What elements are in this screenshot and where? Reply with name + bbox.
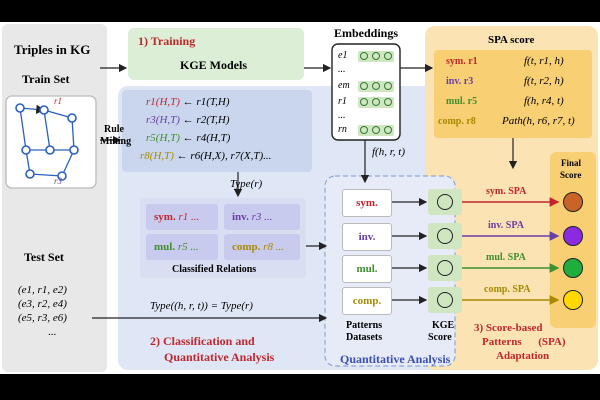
final-score-mul-dot [563, 258, 583, 278]
spa-arrow-sym: sym. SPA [486, 186, 527, 197]
classified-comp: comp. r8 ... [224, 234, 300, 260]
kge-caption-2: Score [428, 332, 452, 343]
classified-sym: sym. r1 ... [146, 204, 218, 230]
final-score-title-2: Score [560, 170, 582, 180]
training-box [128, 28, 304, 80]
spa-sym-name: sym. r1 [446, 56, 478, 67]
patterns-caption-1: Patterns [346, 320, 383, 331]
section3-title-3: Adaptation [496, 350, 550, 362]
final-score-inv [560, 223, 586, 249]
section3-title-2: Patterns (SPA) [482, 336, 566, 348]
test-triple-more: ... [48, 326, 57, 338]
test-triple-1: (e1, r1, e2) [18, 284, 67, 296]
emb-row-e1: e1 [338, 50, 348, 61]
triples-title: Triples in KG [14, 42, 91, 57]
training-label: 1) Training [138, 34, 196, 48]
emb-row-ellipsis-2: ... [338, 110, 346, 121]
pattern-sym: sym. [342, 189, 392, 217]
spa-sym-formula: f(t, r1, h) [524, 55, 564, 67]
spa-score-box [434, 50, 592, 138]
rule-1: r1(H,T) ← r1(T,H) [146, 96, 230, 108]
type-r-label: Type(r) [230, 178, 263, 190]
emb-row-r1: r1 [338, 96, 347, 107]
kge-models-label: KGE Models [180, 58, 248, 72]
score-function-label: f(h, r, t) [372, 146, 405, 158]
emb-vector-r1 [358, 97, 394, 108]
final-score-comp [560, 287, 586, 313]
rule-mining-label-1: Rule [104, 124, 124, 135]
rule-3: r5(H,T) ← r4(H,T) [146, 132, 231, 144]
rule-mining-label-2: Mining [100, 136, 132, 147]
embeddings-box [331, 43, 401, 141]
spa-comp-formula: Path(h, r6, r7, t) [502, 115, 575, 127]
section3-title-1: 3) Score-based [474, 322, 543, 334]
emb-vector-em [358, 81, 394, 92]
kge-score-mul [428, 255, 462, 281]
spa-inv-name: inv. r3 [446, 76, 474, 87]
embeddings-list: e1 ... em r1 ... rn [332, 44, 400, 140]
spa-arrow-comp: comp. SPA [484, 284, 531, 295]
classified-caption: Classified Relations [172, 264, 257, 275]
spa-comp-name: comp. r8 [438, 116, 476, 127]
final-score-comp-dot [563, 290, 583, 310]
embeddings-title: Embeddings [334, 26, 399, 40]
type-equation: Type((h, r, t)) = Type(r) [150, 300, 253, 312]
kg-label-r1: r1 [54, 96, 63, 106]
kge-caption-1: KGE [432, 320, 455, 331]
spa-arrow-inv: inv. SPA [488, 220, 524, 231]
rules-box [122, 90, 312, 172]
final-score-sym [560, 189, 586, 215]
section2-title-1: 2) Classification and [150, 334, 255, 348]
pattern-comp: comp. [342, 287, 392, 315]
emb-row-rn: rn [338, 124, 347, 135]
kg-nodes [15, 103, 79, 181]
kge-score-comp [428, 287, 462, 313]
spa-title: SPA score [488, 34, 535, 46]
test-set-label: Test Set [24, 250, 64, 264]
train-set-label: Train Set [22, 72, 70, 86]
spa-arrow-mul: mul. SPA [486, 252, 526, 263]
test-triple-2: (e3, r2, e4) [18, 298, 67, 310]
classified-inv: inv. r3 ... [224, 204, 300, 230]
spa-mul-name: mul. r5 [446, 96, 478, 107]
pattern-inv: inv. [342, 223, 392, 251]
kge-score-sym [428, 189, 462, 215]
section2-title-2: Quantitative Analysis [164, 350, 275, 364]
quantitative-label: Quantitative Analysis [340, 352, 451, 366]
test-triple-3: (e5, r3, e6) [18, 312, 67, 324]
final-score-title-1: Final [561, 158, 582, 168]
final-score-sym-dot [563, 192, 583, 212]
classified-mul: mul. r5 ... [146, 234, 218, 260]
spa-mul-formula: f(h, r4, t) [524, 95, 564, 107]
emb-vector-e1 [358, 51, 394, 62]
emb-vector-rn [358, 125, 394, 136]
final-score-mul [560, 255, 586, 281]
pattern-mul: mul. [342, 255, 392, 283]
patterns-caption-2: Datasets [346, 332, 383, 343]
rule-4: r8(H,T) ← r6(H,X), r7(X,T)... [140, 150, 272, 162]
emb-row-ellipsis-1: ... [338, 64, 346, 75]
rule-2: r3(H,T) ← r2(T,H) [146, 114, 230, 126]
spa-inv-formula: f(t, r2, h) [524, 75, 564, 87]
kg-label-r3: r3 [54, 176, 63, 186]
kge-score-inv [428, 223, 462, 249]
final-score-inv-dot [563, 226, 583, 246]
emb-row-em: em [338, 80, 350, 91]
